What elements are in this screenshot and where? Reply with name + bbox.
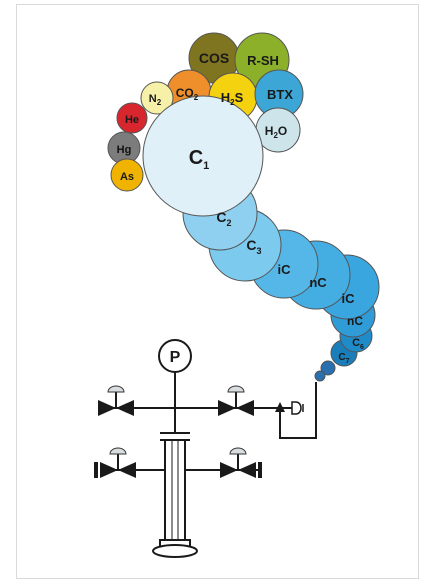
label-cos: COS	[199, 50, 229, 66]
label-nc4: nC	[309, 275, 327, 290]
flow-arrow	[275, 402, 285, 412]
pressure-gauge	[158, 339, 192, 373]
piping	[100, 372, 317, 471]
label-n2: N2	[149, 93, 162, 107]
label-nc5: nC	[347, 314, 363, 328]
molecule-n2	[140, 81, 174, 115]
label-he: He	[125, 114, 139, 126]
label-c2: C2	[216, 209, 231, 228]
label-btx: BTX	[267, 87, 293, 102]
label-c1: C1	[189, 147, 210, 172]
pressure-gauge-label: P	[170, 349, 181, 366]
valve-upper-right	[218, 385, 254, 416]
label-rsh: R-SH	[247, 53, 279, 68]
label-ic4: iC	[278, 262, 292, 277]
valve-lower-left	[94, 447, 136, 478]
c7-plus-bubble-1	[320, 360, 336, 376]
label-ic5: iC	[342, 291, 356, 306]
label-co2: CO2	[176, 86, 199, 102]
sample-probe	[291, 401, 302, 415]
valve-lower-right	[220, 447, 262, 478]
label-c3: C3	[246, 237, 261, 256]
molecule-c1	[142, 95, 264, 217]
label-h2s: H2S	[221, 90, 244, 107]
molecule-he	[116, 102, 148, 134]
label-c6: C6	[352, 337, 364, 351]
valve-upper-left	[98, 385, 134, 416]
molecule-as	[110, 158, 144, 192]
label-hg: Hg	[117, 144, 132, 156]
sample-line	[279, 382, 317, 439]
label-h2o: H2O	[265, 124, 287, 140]
valves	[94, 385, 262, 478]
label-as: As	[120, 171, 134, 183]
c7-plus-bubble-2	[314, 370, 326, 382]
wellbore	[152, 432, 198, 558]
label-c7: C7	[338, 352, 349, 365]
